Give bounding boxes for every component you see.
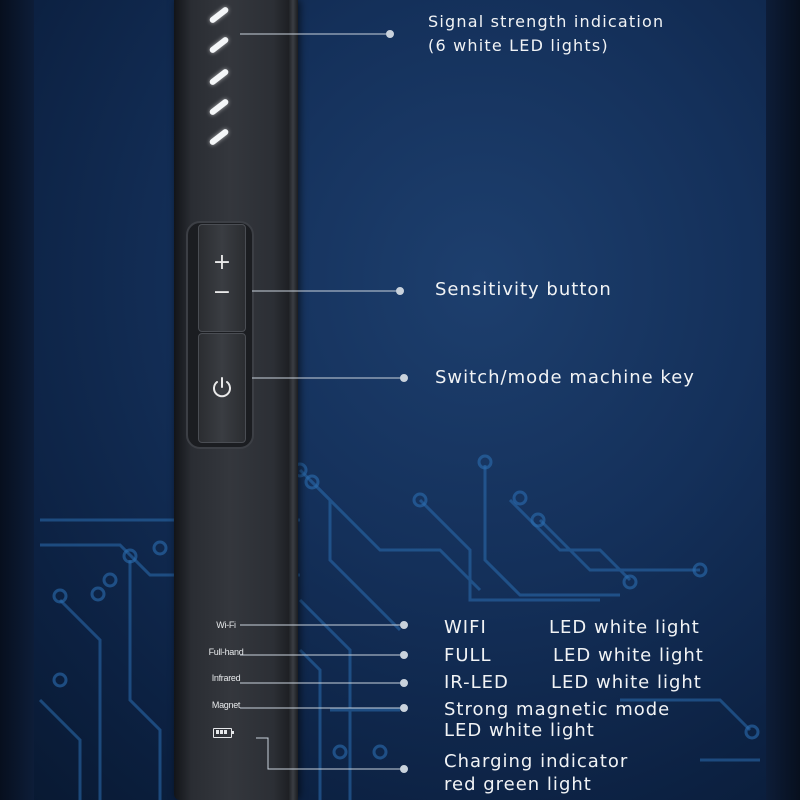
magnetic-line1: Strong magnetic mode [444, 699, 671, 720]
irled-name: IR-LED [444, 672, 509, 693]
charging-line2: red green light [444, 774, 592, 795]
power-icon [213, 377, 231, 398]
irled-annotation: IR-LED [444, 672, 509, 693]
wifi-annotation: WIFI [444, 617, 487, 638]
indicator-full-label: Full-hand [208, 647, 244, 657]
signal-annotation-line2: (6 white LED lights) [428, 36, 609, 55]
indicator-wifi-label: Wi-Fi [216, 620, 236, 630]
switch-annotation: Switch/mode machine key [435, 367, 695, 388]
magnetic-line2: LED white light [444, 720, 595, 741]
full-desc: LED white light [553, 645, 704, 666]
sensitivity-button[interactable]: + − [198, 224, 246, 332]
minus-label: − [212, 280, 232, 305]
magnetic-annotation: Strong magnetic mode LED white light [444, 699, 670, 741]
charging-annotation: Charging indicator red green light [444, 750, 628, 796]
full-name: FULL [444, 645, 492, 666]
power-button[interactable] [198, 333, 246, 443]
indicator-magnet-label: Magnet [211, 700, 241, 710]
wifi-desc: LED white light [549, 617, 700, 638]
irled-desc: LED white light [551, 672, 702, 693]
sensitivity-annotation: Sensitivity button [435, 279, 612, 300]
plus-label: + [212, 250, 232, 275]
wifi-name: WIFI [444, 617, 487, 638]
battery-icon [213, 728, 234, 738]
indicator-infrared-label: Infrared [211, 673, 241, 683]
left-edge [0, 0, 34, 800]
right-edge [766, 0, 800, 800]
full-annotation: FULL [444, 645, 492, 666]
charging-line1: Charging indicator [444, 751, 629, 772]
signal-annotation: Signal strength indication (6 white LED … [428, 10, 664, 58]
signal-annotation-line1: Signal strength indication [428, 12, 665, 31]
